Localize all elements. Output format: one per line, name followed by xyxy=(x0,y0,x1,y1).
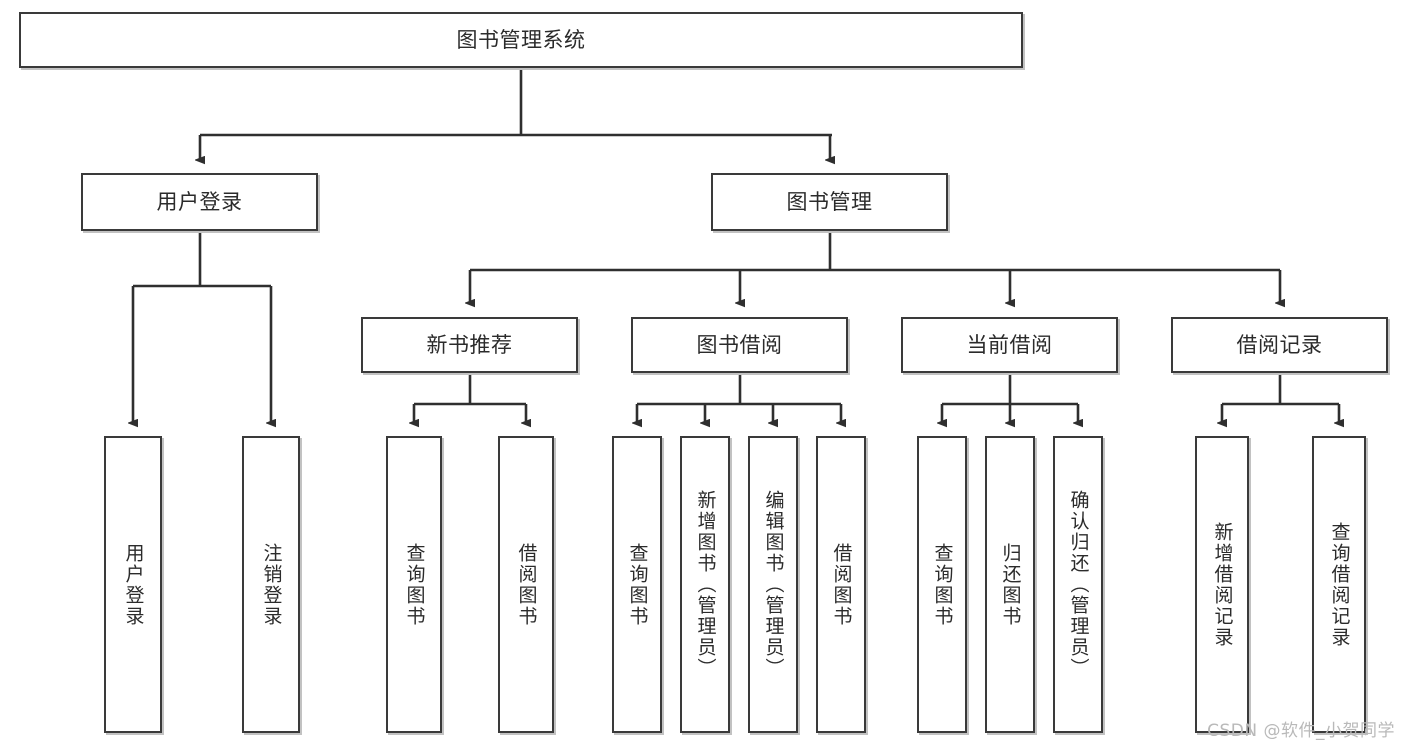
leaf-label: 查询图书 xyxy=(403,542,426,627)
node-current-borrow[interactable]: 当前借阅 xyxy=(901,317,1118,373)
leaf-new-book-recommend-1[interactable]: 借阅图书 xyxy=(498,436,554,733)
leaf-label: 借阅图书 xyxy=(515,542,538,627)
leaf-user-login-1[interactable]: 注销登录 xyxy=(242,436,300,733)
leaf-book-borrow-3[interactable]: 借阅图书 xyxy=(816,436,866,733)
leaf-label: 查询图书 xyxy=(931,542,954,627)
node-root-label: 图书管理系统 xyxy=(456,27,586,52)
node-user-login-label: 用户登录 xyxy=(156,189,243,214)
node-book-management-label: 图书管理 xyxy=(786,189,873,214)
leaf-new-book-recommend-0[interactable]: 查询图书 xyxy=(386,436,442,733)
node-book-management[interactable]: 图书管理 xyxy=(711,173,948,231)
node-book-borrow[interactable]: 图书借阅 xyxy=(631,317,848,373)
leaf-current-borrow-1[interactable]: 归还图书 xyxy=(985,436,1035,733)
leaf-label: 新增借阅记录 xyxy=(1211,521,1234,648)
leaf-book-borrow-1[interactable]: 新增图书（管理员） xyxy=(680,436,730,733)
leaf-label: 编辑图书（管理员） xyxy=(762,490,785,679)
leaf-borrow-record-0[interactable]: 新增借阅记录 xyxy=(1195,436,1249,733)
leaf-borrow-record-1[interactable]: 查询借阅记录 xyxy=(1312,436,1366,733)
node-new-book-recommend[interactable]: 新书推荐 xyxy=(361,317,578,373)
node-current-borrow-label: 当前借阅 xyxy=(966,332,1053,357)
node-new-book-recommend-label: 新书推荐 xyxy=(426,332,513,357)
leaf-label: 新增图书（管理员） xyxy=(694,490,717,679)
leaf-book-borrow-2[interactable]: 编辑图书（管理员） xyxy=(748,436,798,733)
node-book-borrow-label: 图书借阅 xyxy=(696,332,783,357)
leaf-label: 借阅图书 xyxy=(830,542,853,627)
leaf-user-login-0[interactable]: 用户登录 xyxy=(104,436,162,733)
leaf-label: 查询图书 xyxy=(626,542,649,627)
leaf-label: 归还图书 xyxy=(999,542,1022,627)
leaf-book-borrow-0[interactable]: 查询图书 xyxy=(612,436,662,733)
leaf-label: 查询借阅记录 xyxy=(1328,521,1351,648)
node-borrow-record[interactable]: 借阅记录 xyxy=(1171,317,1388,373)
node-user-login[interactable]: 用户登录 xyxy=(81,173,318,231)
node-root-book-management-system[interactable]: 图书管理系统 xyxy=(19,12,1023,68)
leaf-label: 用户登录 xyxy=(122,542,145,627)
node-borrow-record-label: 借阅记录 xyxy=(1236,332,1323,357)
leaf-current-borrow-0[interactable]: 查询图书 xyxy=(917,436,967,733)
leaf-label: 注销登录 xyxy=(260,542,283,627)
leaf-label: 确认归还（管理员） xyxy=(1067,490,1090,679)
leaf-current-borrow-2[interactable]: 确认归还（管理员） xyxy=(1053,436,1103,733)
